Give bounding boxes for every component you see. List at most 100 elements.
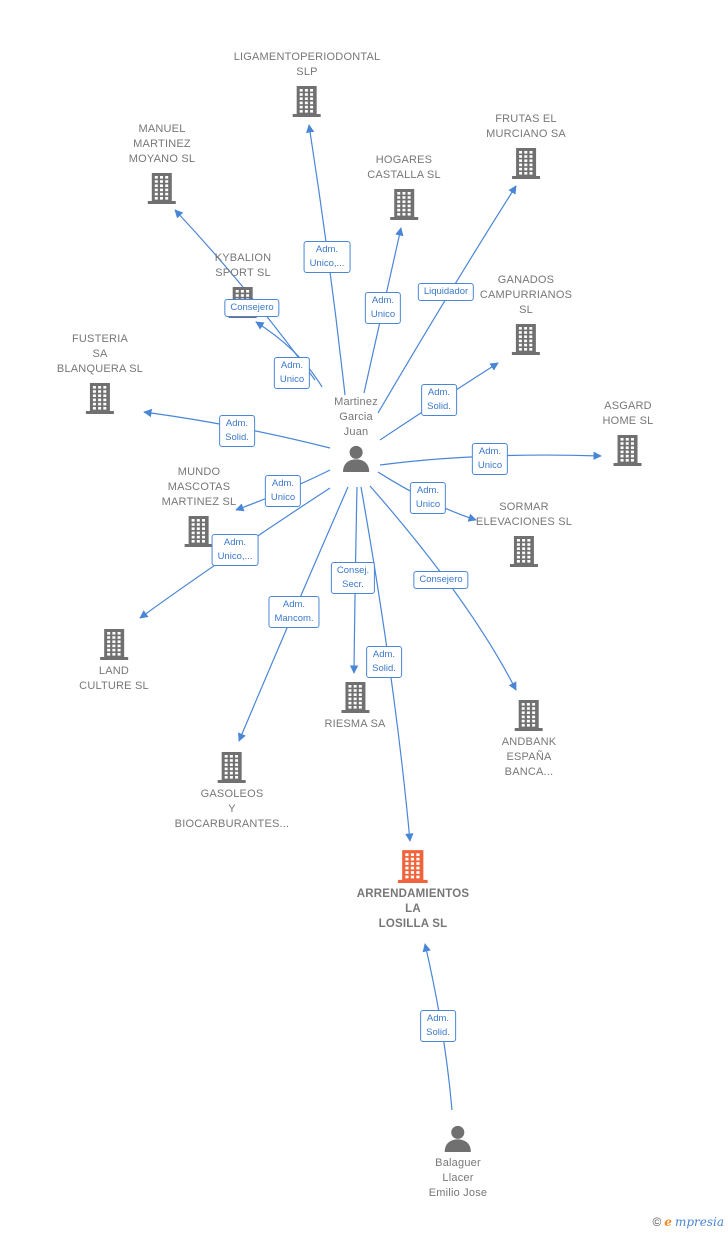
relation-label-line: Mancom. [274,613,314,624]
node-label-line: SORMAR [499,501,549,513]
node-label-line: GANADOS [497,274,555,286]
relation-label-r-mundo[interactable]: Adm. Unico [264,475,302,507]
edge-r-kybalion [255,321,323,388]
relation-label-line: Adm. [427,387,451,398]
node-label-line: HOGARES [375,154,433,166]
building-icon [514,698,544,731]
relation-label-r-hogares[interactable]: Adm.Unico [364,292,402,324]
relation-label-line: Adm. [315,244,339,255]
node-label-line: BLANQUERA SL [56,363,144,375]
relation-label-r-ganados[interactable]: Adm.Solid. [421,384,457,416]
node-label[interactable]: LIGAMENTOPERIODONTAL SLP [234,50,381,80]
node-label-line: KYBALION [214,252,272,264]
relation-label-r-ligamento[interactable]: Adm. Unico,... [303,241,351,273]
relation-label-r-arrend[interactable]: Adm.Solid. [366,646,402,678]
node-label-line: CAMPURRIANOS [479,289,573,301]
node-label-line: ESPAÑA [506,751,552,763]
relation-label-r-manuel[interactable]: Consejero [224,299,280,317]
company-node-andbank[interactable]: ANDBANK ESPAÑA BANCA... [502,698,557,780]
relation-label-line: Adm. [282,599,306,610]
node-label-line: FRUTAS EL [495,113,557,125]
relation-label-line: Liquidador [423,286,469,297]
node-label-line: Llacer [442,1172,474,1184]
relation-label-r-asgard[interactable]: Adm.Unico [471,443,509,475]
building-icon [184,514,214,547]
person-icon [342,444,370,472]
building-icon [217,750,247,783]
node-label-line: Juan [343,426,369,438]
building-icon [99,627,129,660]
company-node-sormar[interactable]: SORMAR ELEVACIONES SL [476,500,572,567]
node-label-line: SLP [296,66,318,78]
relation-label-line: Unico [415,499,441,510]
company-node-ligamento[interactable]: LIGAMENTOPERIODONTAL SLP [234,50,381,117]
relation-label-line: Unico,... [309,258,345,269]
relation-label-line: Adm. [416,485,440,496]
node-label-line: Martinez [334,396,378,408]
building-icon [613,433,643,466]
node-label-line: ANDBANK [501,736,557,748]
relation-label-r-frutas[interactable]: Liquidador [417,283,475,301]
node-label-line: BIOCARBURANTES... [174,818,290,830]
node-label[interactable]: RIESMA SA [324,717,385,732]
node-label[interactable]: HOGARES CASTALLA SL [367,153,441,183]
relation-label-r-land[interactable]: Adm.Unico,... [211,534,259,566]
node-label-line: MANUEL [138,123,186,135]
node-label-line: Garcia [339,411,373,423]
relation-label-r-riesma[interactable]: Consej.Secr. [330,562,376,594]
relation-label-r-fusteria[interactable]: Adm.Solid. [219,415,255,447]
relation-label-line: Unico [370,309,396,320]
relation-label-line: Unico [270,492,296,503]
node-label-line: BANCA... [504,766,554,778]
relation-label-r-andbank[interactable]: Consejero [413,571,469,589]
node-label-line: MOYANO SL [128,153,196,165]
company-node-fusteria[interactable]: FUSTERIA SA BLANQUERA SL [57,332,143,414]
relation-label-r-balaguer[interactable]: Adm.Solid. [420,1010,456,1042]
node-label-line: Y [228,803,236,815]
company-node-riesma[interactable]: RIESMA SA [324,680,385,732]
relation-label-r-sormar[interactable]: Adm. Unico [409,482,447,514]
node-label-line: RIESMA SA [324,718,386,730]
node-label-line: LIGAMENTOPERIODONTAL [233,51,381,63]
building-icon [340,680,370,713]
relation-label-r-gasoleos[interactable]: Adm. Mancom. [268,596,320,628]
relation-label-line: Adm. [271,478,295,489]
relation-label-line: Solid. [225,432,249,443]
node-label[interactable]: SORMAR ELEVACIONES SL [476,500,572,530]
company-node-hogares[interactable]: HOGARES CASTALLA SL [367,153,441,220]
node-label-line: FUSTERIA [71,333,128,345]
relation-label-line: Consejero [230,302,274,313]
node-label[interactable]: ANDBANK ESPAÑA BANCA... [502,735,557,780]
edge-r-andbank [369,485,517,691]
node-label-line: SA [92,348,108,360]
node-label-line: ELEVACIONES SL [475,516,573,528]
node-label[interactable]: FUSTERIA SA BLANQUERA SL [57,332,143,377]
node-label-line: CASTALLA SL [367,169,441,181]
relation-label-line: Solid. [426,1027,450,1038]
relation-label-r-kybalion[interactable]: Adm.Unico [273,357,311,389]
building-icon [292,84,322,117]
